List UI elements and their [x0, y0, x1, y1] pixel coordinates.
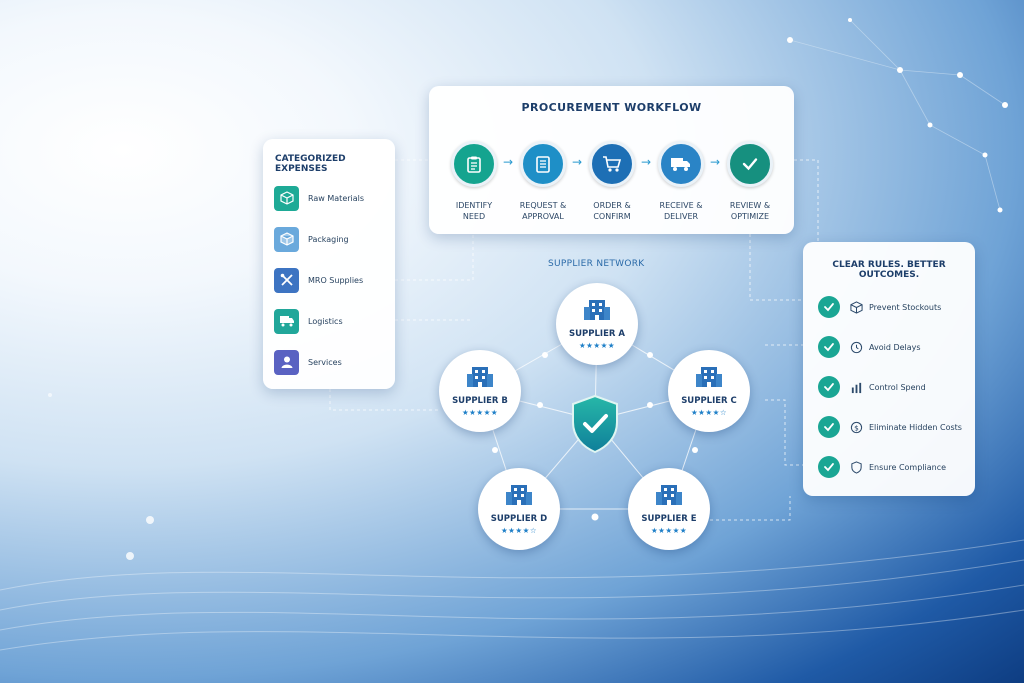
step-label-line1: REQUEST &	[519, 201, 567, 210]
rating-stars: ★★★★☆	[690, 408, 728, 417]
check-circle-icon	[818, 456, 840, 478]
expense-label: Packaging	[308, 234, 349, 244]
outcomes-title: CLEAR RULES. BETTER OUTCOMES.	[832, 260, 946, 280]
checkmark-icon	[727, 141, 773, 187]
expense-label: Services	[308, 357, 342, 367]
person-icon	[274, 349, 299, 375]
outcome-label: Avoid Delays	[869, 342, 921, 352]
check-circle-icon	[818, 376, 840, 398]
workflow-step-review[interactable]: REVIEW & OPTIMIZE	[712, 141, 788, 222]
step-label-line1: RECEIVE &	[659, 201, 703, 210]
step-label-line2: DELIVER	[663, 212, 699, 221]
step-label-line2: NEED	[462, 212, 486, 221]
expense-item-mro-supplies[interactable]: MRO Supplies	[274, 264, 386, 296]
check-circle-icon	[818, 416, 840, 438]
expense-item-packaging[interactable]: Packaging	[274, 223, 386, 255]
box-icon	[274, 226, 299, 252]
step-label-line1: IDENTIFY	[455, 201, 493, 210]
outcome-label: Ensure Compliance	[869, 462, 947, 472]
supplier-d-node[interactable]: SUPPLIER D ★★★★☆	[478, 468, 560, 550]
supplier-b-node[interactable]: SUPPLIER B ★★★★★	[439, 350, 521, 432]
shield-check-icon	[572, 394, 618, 454]
cube-outline-icon	[849, 300, 863, 314]
arrow-right-icon: →	[503, 155, 514, 169]
building-icon	[696, 367, 722, 387]
clipboard-icon	[451, 141, 497, 187]
expense-label: Logistics	[308, 316, 343, 326]
truck-icon	[658, 141, 704, 187]
workflow-title: PROCUREMENT WORKFLOW	[521, 101, 702, 114]
document-list-icon	[520, 141, 566, 187]
tools-icon	[274, 267, 299, 293]
expense-item-raw-materials[interactable]: Raw Materials	[274, 182, 386, 214]
step-label-line2: OPTIMIZE	[730, 212, 770, 221]
outcome-label: Prevent Stockouts	[869, 302, 942, 312]
outcome-item-ensure-compliance: Ensure Compliance	[818, 454, 968, 480]
outcome-label: Control Spend	[869, 382, 926, 392]
supplier-e-node[interactable]: SUPPLIER E ★★★★★	[628, 468, 710, 550]
outcomes-card: CLEAR RULES. BETTER OUTCOMES. Prevent St…	[803, 242, 975, 496]
rating-stars: ★★★★★	[461, 408, 499, 417]
expenses-title: CATEGORIZED EXPENSES	[275, 154, 346, 174]
rating-stars: ★★★★★	[650, 526, 688, 535]
workflow-step-request[interactable]: REQUEST & APPROVAL	[505, 141, 581, 222]
supplier-name: SUPPLIER B	[452, 396, 508, 406]
cart-icon	[589, 141, 635, 187]
supplier-network-title: SUPPLIER NETWORK	[548, 259, 645, 269]
building-icon	[467, 367, 493, 387]
truck-icon	[274, 308, 299, 334]
check-circle-icon	[818, 296, 840, 318]
arrow-right-icon: →	[641, 155, 652, 169]
expense-item-services[interactable]: Services	[274, 346, 386, 378]
supplier-c-node[interactable]: SUPPLIER C ★★★★☆	[668, 350, 750, 432]
outcome-label: Eliminate Hidden Costs	[869, 422, 962, 432]
workflow-step-identify[interactable]: IDENTIFY NEED	[436, 141, 512, 222]
supplier-name: SUPPLIER E	[641, 514, 697, 524]
step-label-line2: APPROVAL	[522, 212, 564, 221]
building-icon	[506, 485, 532, 505]
rating-stars: ★★★★☆	[500, 526, 538, 535]
outcome-item-avoid-delays: Avoid Delays	[818, 334, 968, 360]
check-circle-icon	[818, 336, 840, 358]
expense-label: MRO Supplies	[308, 275, 364, 285]
arrow-right-icon: →	[572, 155, 583, 169]
expense-item-logistics[interactable]: Logistics	[274, 305, 386, 337]
step-label-line2: CONFIRM	[593, 212, 631, 221]
supplier-a-node[interactable]: SUPPLIER A ★★★★★	[556, 283, 638, 365]
supplier-name: SUPPLIER A	[569, 329, 625, 339]
building-icon	[656, 485, 682, 505]
clock-icon	[849, 340, 863, 354]
step-label-line1: REVIEW &	[729, 201, 771, 210]
workflow-step-receive[interactable]: RECEIVE & DELIVER	[643, 141, 719, 222]
cube-icon	[274, 185, 299, 211]
step-label-line1: ORDER &	[593, 201, 631, 210]
outcome-item-eliminate-hidden-costs: $ Eliminate Hidden Costs	[818, 414, 968, 440]
outcome-item-control-spend: Control Spend	[818, 374, 968, 400]
supplier-name: SUPPLIER D	[490, 514, 548, 524]
arrow-right-icon: →	[710, 155, 721, 169]
dollar-icon: $	[849, 420, 863, 434]
rating-stars: ★★★★★	[578, 341, 616, 350]
workflow-step-order[interactable]: ORDER & CONFIRM	[574, 141, 650, 222]
outcome-item-prevent-stockouts: Prevent Stockouts	[818, 294, 968, 320]
bar-chart-icon	[849, 380, 863, 394]
svg-text:$: $	[854, 423, 859, 432]
categorized-expenses-card: CATEGORIZED EXPENSES Raw Materials Packa…	[263, 139, 395, 389]
expense-label: Raw Materials	[308, 193, 365, 203]
shield-outline-icon	[849, 460, 863, 474]
building-icon	[584, 300, 610, 320]
supplier-name: SUPPLIER C	[681, 396, 737, 406]
procurement-workflow-card: PROCUREMENT WORKFLOW IDENTIFY NEED → REQU…	[429, 86, 794, 234]
